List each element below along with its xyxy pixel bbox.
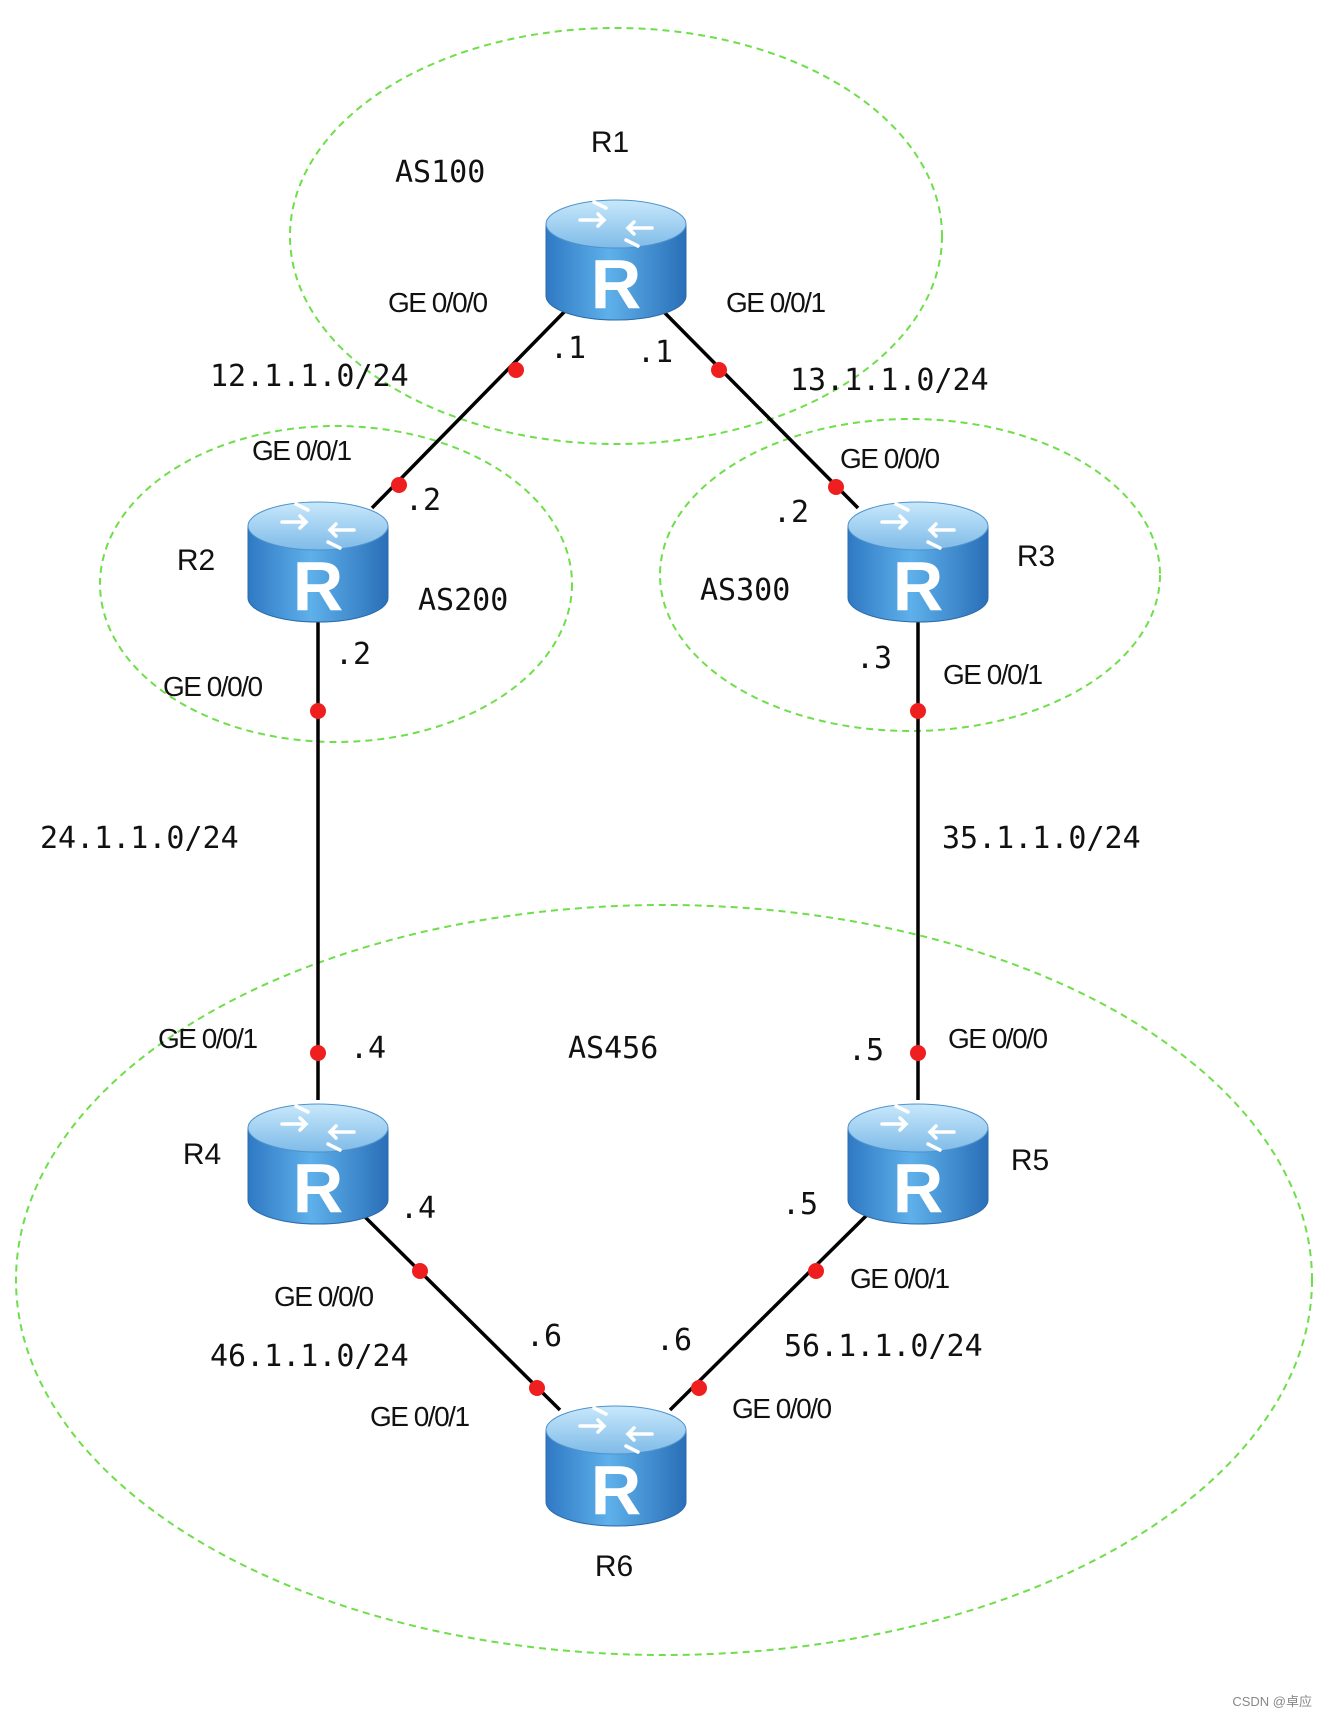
router-r6-label: R6 xyxy=(595,1550,633,1583)
port-dot xyxy=(310,1045,326,1061)
r3-host-label: .3 xyxy=(856,641,892,676)
r3-port-label: GE 0/0/0 xyxy=(840,443,939,474)
r6-host-label: .6 xyxy=(526,1319,562,1354)
router-glyph: R xyxy=(591,245,642,323)
as200-label: AS200 xyxy=(418,583,508,618)
r4-port-label: GE 0/0/1 xyxy=(158,1023,257,1054)
router-r4-icon: R xyxy=(246,1102,390,1227)
router-glyph: R xyxy=(893,547,944,625)
router-r4-label: R4 xyxy=(183,1138,221,1171)
router-glyph: R xyxy=(591,1451,642,1529)
link-r1-r2 xyxy=(370,304,572,510)
as300-boundary xyxy=(659,418,1161,732)
router-r5-label: R5 xyxy=(1011,1144,1049,1177)
r5-host-label: .5 xyxy=(848,1033,884,1068)
r1-host-label: .1 xyxy=(637,335,673,370)
r6-port-label: GE 0/0/0 xyxy=(732,1393,831,1424)
r3-port-label: GE 0/0/1 xyxy=(943,659,1042,690)
router-r5-icon: R xyxy=(846,1102,990,1227)
subnet-56-label: 56.1.1.0/24 xyxy=(784,1329,983,1364)
r4-port-label: GE 0/0/0 xyxy=(274,1281,373,1312)
as100-label: AS100 xyxy=(395,155,485,190)
as456-boundary xyxy=(15,904,1313,1656)
r6-host-label: .6 xyxy=(656,1323,692,1358)
as100-boundary xyxy=(289,27,943,445)
r4-host-label: .4 xyxy=(350,1031,386,1066)
r5-host-label: .5 xyxy=(782,1187,818,1222)
as456-label: AS456 xyxy=(568,1031,658,1066)
r6-port-label: GE 0/0/1 xyxy=(370,1401,469,1432)
r1-port-label: GE 0/0/0 xyxy=(388,287,487,318)
port-dot xyxy=(412,1263,428,1279)
r4-host-label: .4 xyxy=(400,1191,436,1226)
subnet-13-label: 13.1.1.0/24 xyxy=(790,363,989,398)
subnet-24-label: 24.1.1.0/24 xyxy=(40,821,239,856)
router-glyph: R xyxy=(893,1149,944,1227)
router-glyph: R xyxy=(293,1149,344,1227)
as200-boundary xyxy=(99,425,573,743)
subnet-12-label: 12.1.1.0/24 xyxy=(210,359,409,394)
router-r1-label: R1 xyxy=(591,126,629,159)
port-dot xyxy=(828,479,844,495)
port-dot xyxy=(529,1380,545,1396)
link-r4-r6 xyxy=(358,1210,562,1412)
port-dot xyxy=(508,362,524,378)
subnet-35-label: 35.1.1.0/24 xyxy=(942,821,1141,856)
router-r2-icon: R xyxy=(246,500,390,625)
r5-port-label: GE 0/0/0 xyxy=(948,1023,1047,1054)
router-r3-icon: R xyxy=(846,500,990,625)
router-r2-label: R2 xyxy=(177,544,215,577)
router-r1-icon: R xyxy=(544,198,688,323)
as300-label: AS300 xyxy=(700,573,790,608)
port-dot xyxy=(691,1380,707,1396)
r2-port-label: GE 0/0/1 xyxy=(252,435,351,466)
r3-host-label: .2 xyxy=(773,495,809,530)
port-dot xyxy=(310,703,326,719)
link-r1-r3 xyxy=(656,304,860,510)
r2-host-label: .2 xyxy=(335,637,371,672)
port-dot xyxy=(910,1045,926,1061)
r1-host-label: .1 xyxy=(550,331,586,366)
r5-port-label: GE 0/0/1 xyxy=(850,1263,949,1294)
port-dot xyxy=(808,1263,824,1279)
r2-host-label: .2 xyxy=(405,483,441,518)
subnet-46-label: 46.1.1.0/24 xyxy=(210,1339,409,1374)
link-r5-r6 xyxy=(668,1210,872,1412)
port-dot xyxy=(910,703,926,719)
router-r6-icon: R xyxy=(544,1404,688,1529)
port-dot xyxy=(391,477,407,493)
r2-port-label: GE 0/0/0 xyxy=(163,671,262,702)
r1-port-label: GE 0/0/1 xyxy=(726,287,825,318)
watermark: CSDN @卓应 xyxy=(1232,1694,1312,1709)
router-r3-label: R3 xyxy=(1017,540,1055,573)
port-dot xyxy=(711,362,727,378)
router-glyph: R xyxy=(293,547,344,625)
